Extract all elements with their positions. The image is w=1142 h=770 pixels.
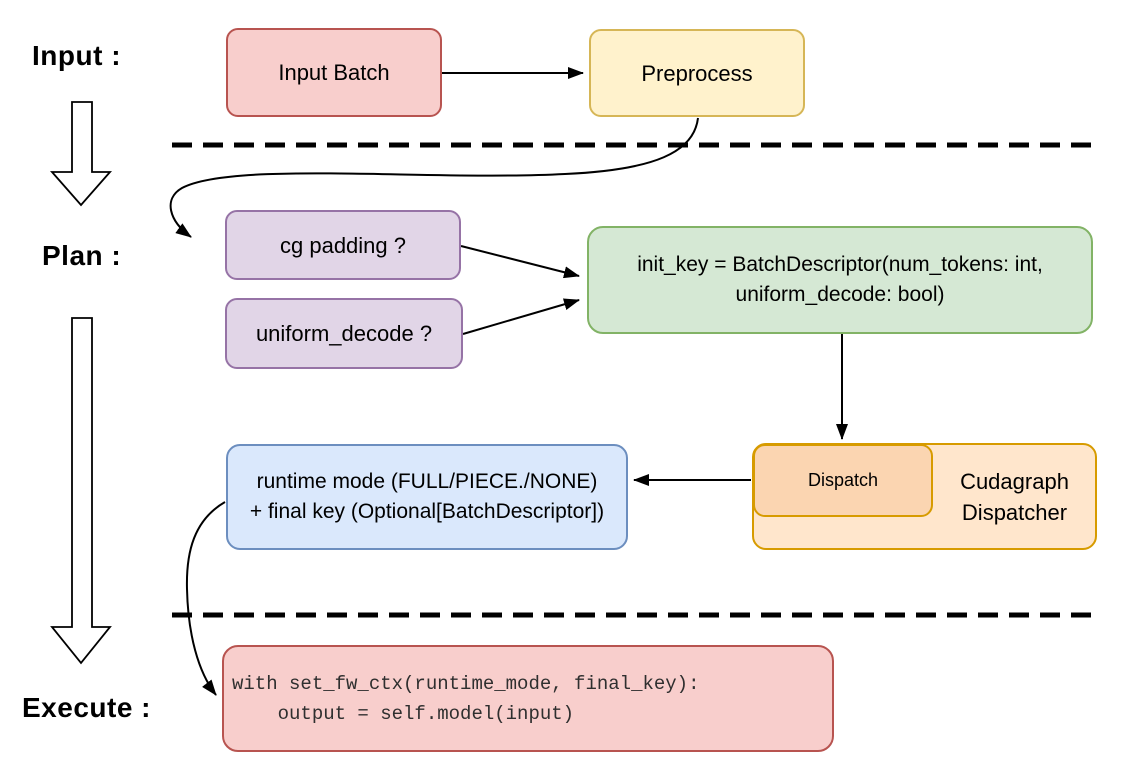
plan-stage-label: Plan : — [42, 240, 122, 271]
input-stage-label: Input : — [32, 40, 122, 71]
cudagraph-dispatcher-line1: Cudagraph — [960, 468, 1069, 494]
dispatch-node: Dispatch — [753, 444, 933, 517]
input-batch-node: Input Batch — [226, 28, 442, 117]
input-batch-label: Input Batch — [278, 60, 390, 85]
stage-arrow-input-to-plan — [50, 101, 112, 207]
execute-code-node: with set_fw_ctx(runtime_mode, final_key)… — [222, 645, 834, 752]
execute-code-line2: output = self.model(input) — [232, 702, 575, 725]
arrow-preprocess-to-cg-padding — [169, 117, 699, 238]
init-key-node: init_key = BatchDescriptor(num_tokens: i… — [587, 226, 1093, 334]
arrow-uniform-decode-to-init-key — [462, 298, 580, 335]
uniform-decode-node: uniform_decode ? — [225, 298, 463, 369]
preprocess-node: Preprocess — [589, 29, 805, 117]
cg-padding-label: cg padding ? — [280, 232, 406, 258]
cg-padding-node: cg padding ? — [225, 210, 461, 280]
execute-code-line1: with set_fw_ctx(runtime_mode, final_key)… — [232, 672, 700, 695]
runtime-mode-node: runtime mode (FULL/PIECE./NONE) + final … — [226, 444, 628, 550]
runtime-mode-line1: runtime mode (FULL/PIECE./NONE) — [256, 470, 598, 493]
preprocess-label: Preprocess — [641, 60, 753, 86]
cudagraph-dispatcher-line2: Dispatcher — [961, 499, 1068, 525]
init-key-line1: init_key = BatchDescriptor(num_tokens: i… — [637, 253, 1043, 276]
uniform-decode-label: uniform_decode ? — [255, 321, 433, 346]
stage-arrow-plan-to-execute — [50, 317, 112, 665]
dispatch-label: Dispatch — [807, 470, 879, 490]
cudagraph-dispatcher-label: Cudagraph Dispatcher — [932, 445, 1097, 548]
runtime-mode-line2: + final key (Optional[BatchDescriptor]) — [249, 500, 605, 523]
arrow-cg-padding-to-init-key — [460, 245, 580, 279]
init-key-line2: uniform_decode: bool) — [735, 283, 945, 306]
arrow-runtime-mode-to-execute-code — [185, 501, 226, 696]
execute-stage-label: Execute : — [22, 692, 151, 723]
